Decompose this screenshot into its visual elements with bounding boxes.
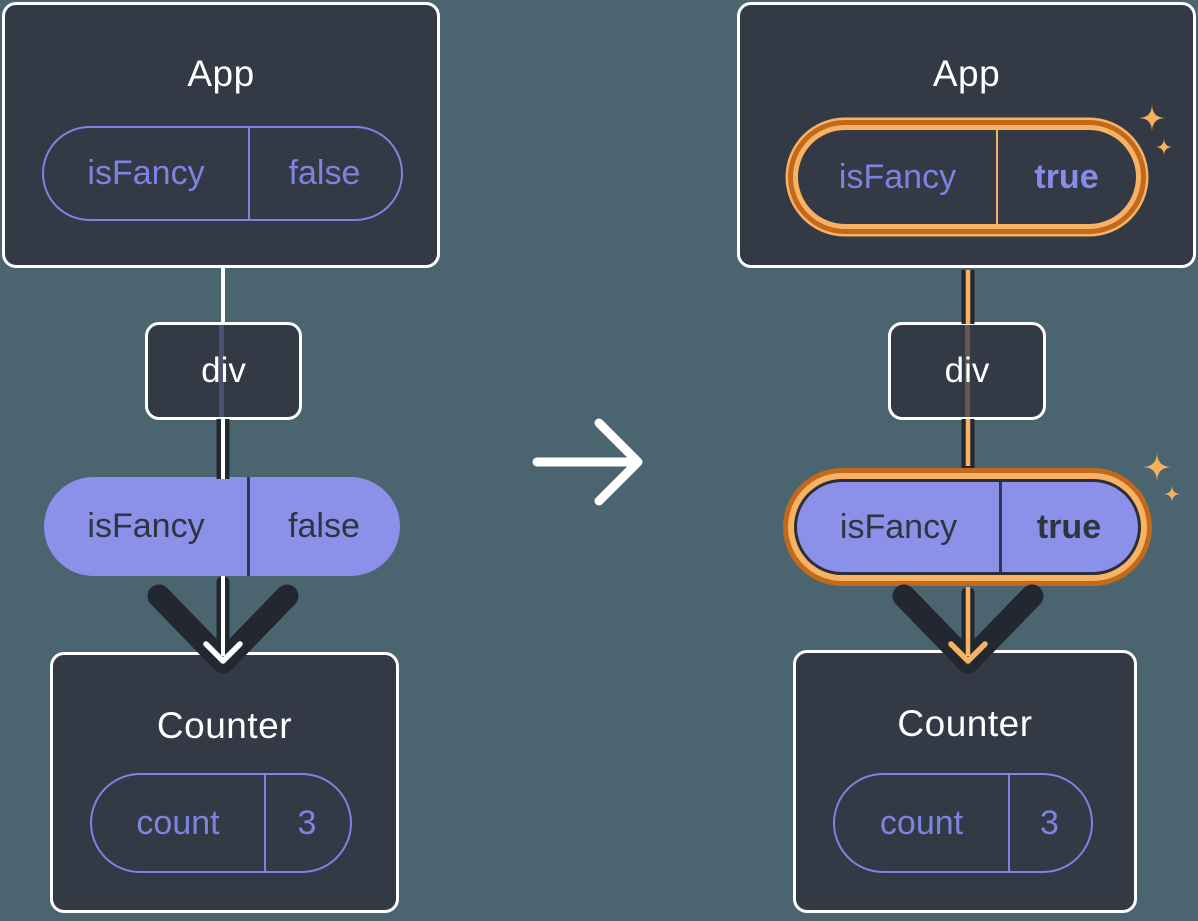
component-title: App: [932, 53, 1001, 94]
sparkle-icon: [1142, 452, 1181, 503]
div-node-label: div: [201, 351, 246, 390]
state-value: 3: [297, 803, 317, 842]
div-node-card-before: div: [145, 322, 302, 420]
state-pill-count-before: count 3: [90, 773, 352, 873]
component-title: App: [187, 53, 255, 94]
pill-divider: [247, 477, 250, 576]
state-value: 3: [1040, 803, 1059, 842]
counter-component-card-before: Counter: [50, 652, 399, 913]
pass-through-stem: [219, 325, 224, 417]
prop-value: true: [1034, 157, 1099, 196]
div-node-card-after: div: [888, 322, 1046, 420]
prop-name: isFancy: [838, 157, 957, 196]
state-pill-count-after: count 3: [833, 773, 1093, 873]
state-pill-isfancy-before: isFancy false: [42, 126, 403, 221]
passed-prop-pill-after: isFancy true: [797, 482, 1138, 572]
div-node-label: div: [944, 351, 990, 390]
pill-divider: [999, 482, 1002, 572]
state-name: count: [879, 803, 964, 842]
counter-component-card-after: Counter: [793, 650, 1137, 913]
pill-divider: [1007, 775, 1010, 871]
pill-divider: [263, 775, 266, 871]
prop-value: false: [288, 154, 361, 192]
state-name: count: [136, 803, 220, 842]
state-pill-isfancy-after: isFancy true: [798, 130, 1136, 224]
pass-through-stem: [965, 325, 970, 417]
component-title: Counter: [897, 703, 1033, 744]
prop-name: isFancy: [839, 507, 958, 546]
prop-name: isFancy: [87, 154, 205, 192]
right-arrow-icon: [532, 418, 643, 506]
passed-prop-pill-before: isFancy false: [44, 477, 400, 576]
component-title: Counter: [156, 705, 293, 746]
pill-divider: [247, 128, 250, 219]
pill-divider: [995, 130, 998, 224]
prop-name: isFancy: [87, 507, 205, 545]
prop-value: true: [1036, 507, 1102, 546]
prop-value: false: [288, 507, 360, 545]
